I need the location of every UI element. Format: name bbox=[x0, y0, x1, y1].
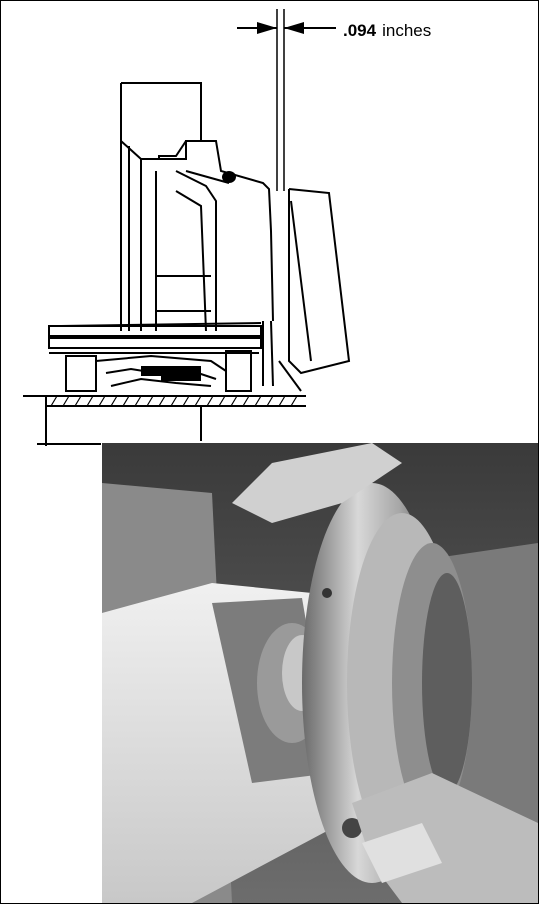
dimension-label: .094 inches bbox=[343, 21, 431, 41]
dimension-value: .094 bbox=[343, 21, 377, 40]
dimension-unit: inches bbox=[382, 21, 432, 40]
cross-section-drawing bbox=[23, 9, 351, 446]
hands-installing-seal-photo-icon bbox=[102, 443, 538, 903]
installation-photo bbox=[102, 443, 538, 903]
